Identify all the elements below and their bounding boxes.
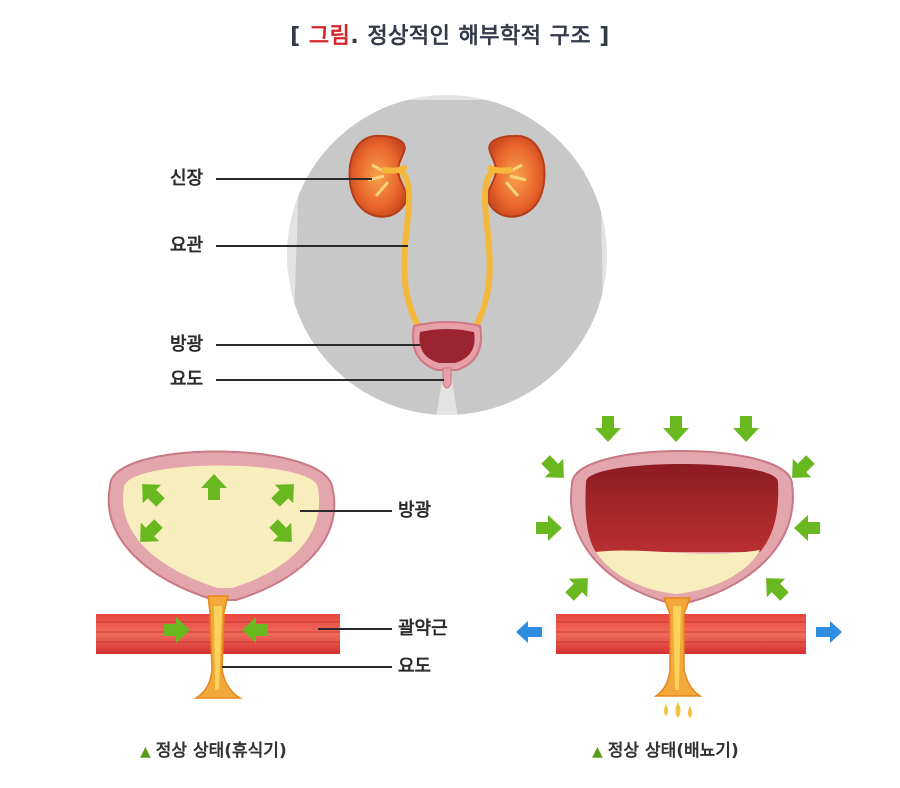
arrow-icon bbox=[733, 416, 759, 442]
rest-urethra bbox=[193, 595, 243, 699]
arrow-icon bbox=[816, 621, 842, 643]
label-urethra: 요도 bbox=[170, 369, 204, 390]
caption-rest-text: 정상 상태(휴식기) bbox=[155, 741, 287, 761]
rest-bladder bbox=[107, 450, 336, 601]
label-rest-urethra: 요도 bbox=[398, 656, 432, 677]
arrow-icon bbox=[560, 568, 598, 606]
label-rest-bladder: 방광 bbox=[398, 500, 432, 521]
urine-drops bbox=[664, 702, 692, 718]
label-bladder: 방광 bbox=[170, 334, 204, 355]
figure-title: [ 그림. 정상적인 해부학적 구조 ] bbox=[0, 18, 900, 50]
rest-leader-lines bbox=[222, 510, 392, 668]
void-urethra bbox=[653, 597, 703, 718]
caption-rest: ▲정상 상태(휴식기) bbox=[140, 736, 287, 761]
caption-void: ▲정상 상태(배뇨기) bbox=[592, 736, 739, 761]
left-ureter bbox=[397, 167, 423, 333]
arrow-icon bbox=[536, 450, 574, 488]
top-bladder bbox=[412, 321, 482, 389]
caption-void-text: 정상 상태(배뇨기) bbox=[607, 741, 739, 761]
label-ureter: 요관 bbox=[170, 235, 204, 256]
title-close-bracket: ] bbox=[599, 24, 610, 49]
arrow-icon bbox=[663, 416, 689, 442]
right-ureter bbox=[471, 167, 497, 333]
void-bladder bbox=[570, 450, 794, 603]
triangle-icon: ▲ bbox=[140, 744, 151, 760]
right-kidney bbox=[486, 134, 546, 218]
title-open-bracket: [ bbox=[290, 24, 301, 49]
arrow-icon bbox=[536, 515, 562, 541]
arrow-icon bbox=[516, 621, 542, 643]
label-rest-sphincter: 괄약근 bbox=[398, 618, 448, 639]
left-kidney bbox=[348, 134, 408, 218]
label-kidney: 신장 bbox=[170, 168, 204, 189]
arrow-icon bbox=[794, 515, 820, 541]
top-leader-lines bbox=[216, 178, 444, 381]
arrow-icon bbox=[756, 568, 794, 606]
arrow-icon bbox=[595, 416, 621, 442]
triangle-icon: ▲ bbox=[592, 744, 603, 760]
title-accent: 그림 bbox=[308, 24, 351, 49]
title-text: . 정상적인 해부학적 구조 bbox=[350, 24, 592, 49]
